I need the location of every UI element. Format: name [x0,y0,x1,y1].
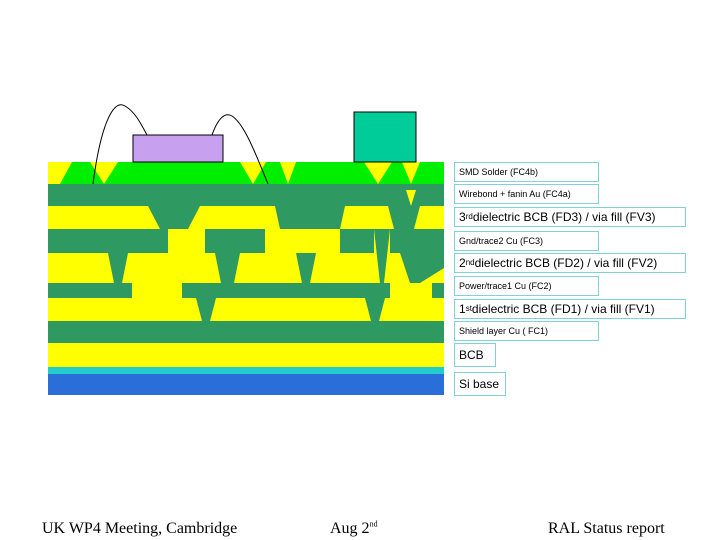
via-fv3 [275,206,345,229]
gnd-trace2-band [48,229,168,253]
gnd-trace2-band [350,229,374,253]
via-fv2 [296,253,316,283]
label-bcb: BCB [454,343,496,367]
label-wirebond: Wirebond + fanin Au (FC4a) [454,184,599,204]
via-fv2 [340,229,350,253]
solder-opening [402,162,420,184]
via-fv2 [400,253,444,283]
shield-layer [48,321,444,343]
label-shield: Shield layer Cu ( FC1) [454,321,599,341]
label-power-trace1: Power/trace1 Cu (FC2) [454,276,599,296]
wirebond-right [211,114,269,185]
solder-opening [364,162,392,184]
footer-report: RAL Status report [548,520,665,537]
solder-layer [48,162,444,184]
via-fv2 [108,253,128,283]
via-fv3 [388,206,420,229]
via-fv2 [374,229,390,283]
wirebond-left [92,104,148,185]
power-trace-band [182,283,390,298]
power-trace-band [48,283,132,298]
via-fv3 [148,206,200,229]
gnd-trace2-band [390,229,444,253]
si-base-layer [48,374,444,395]
bcb-layer [48,343,444,367]
via-fv1 [196,298,216,321]
label-si-base: Si base [454,372,506,396]
label-smd-solder: SMD Solder (FC4b) [454,162,599,182]
via-fv2 [215,253,240,283]
label-gnd-trace2: Gnd/trace2 Cu (FC3) [454,231,599,251]
dielectric-opening [320,238,336,253]
footer-date: Aug 2nd [330,519,378,537]
wirebond-band [48,184,444,206]
via-fv1 [365,298,385,321]
footer-meeting: UK WP4 Meeting, Cambridge [42,520,238,537]
solder-opening [90,162,118,184]
solder-opening [48,162,72,184]
smd-component [353,111,417,163]
solder-opening [240,162,266,184]
chip [132,134,224,163]
gnd-trace2-band [205,229,265,253]
dielectric-opening [406,190,416,206]
power-trace-band [432,283,444,298]
solder-opening [280,162,296,184]
cyan-strip-layer [48,367,444,374]
